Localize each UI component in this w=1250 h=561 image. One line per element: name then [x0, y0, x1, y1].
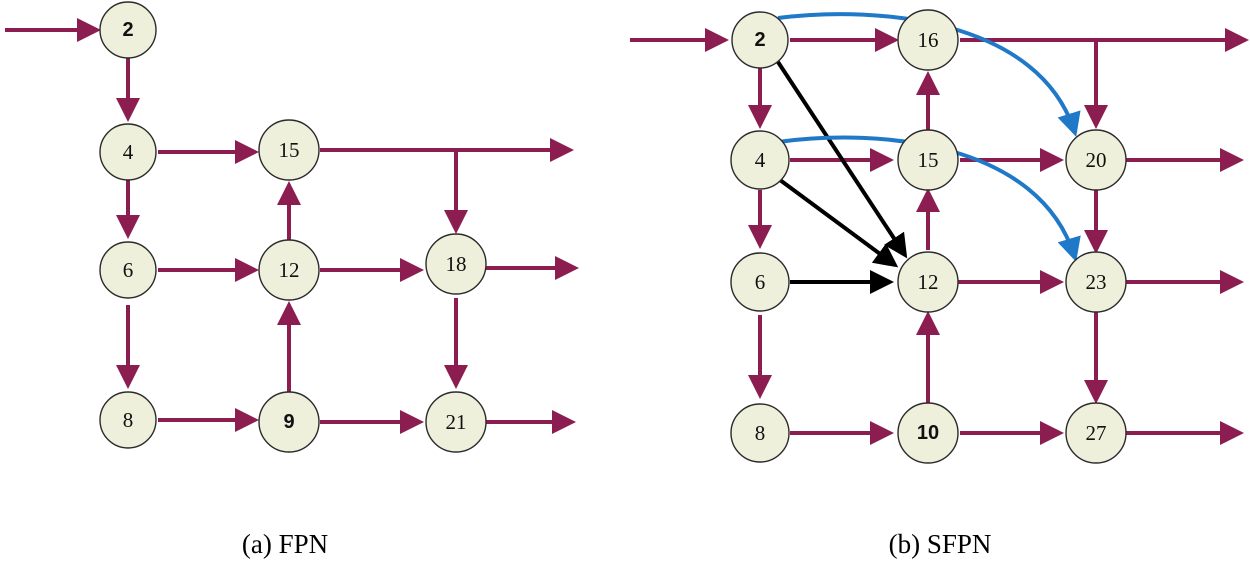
sfpn-node-27: 27 — [1065, 402, 1127, 464]
fpn-node-18-label: 18 — [446, 252, 467, 276]
sfpn-node-23-label: 23 — [1086, 270, 1107, 294]
fpn-node-15-label: 15 — [279, 138, 300, 162]
sfpn-node-8: 8 — [730, 403, 790, 463]
fpn-node-2-label: 2 — [122, 19, 133, 41]
sfpn-node-12: 12 — [897, 251, 959, 313]
fpn-node-6-label: 6 — [123, 258, 134, 282]
sfpn-black-edges — [776, 60, 908, 294]
fpn-node-8: 8 — [99, 391, 157, 449]
sfpn-node-12-label: 12 — [918, 270, 939, 294]
fpn-node-21-label: 21 — [446, 410, 467, 434]
fpn-edges — [5, 18, 579, 434]
fpn-node-12-label: 12 — [279, 258, 300, 282]
sfpn-node-15: 15 — [897, 129, 959, 191]
fpn-node-12: 12 — [258, 239, 320, 301]
sfpn-node-2-label: 2 — [754, 29, 765, 51]
sfpn-node-23: 23 — [1065, 251, 1127, 313]
sfpn-node-6: 6 — [730, 252, 790, 312]
fpn-node-9-label: 9 — [283, 411, 294, 433]
sfpn-node-16: 16 — [897, 9, 959, 71]
fpn-caption: (a) FPN — [242, 529, 328, 559]
fpn-node-4-label: 4 — [123, 140, 134, 164]
sfpn-node-27-label: 27 — [1086, 421, 1107, 445]
sfpn-node-20-label: 20 — [1086, 148, 1107, 172]
sfpn-node-10: 10 — [897, 402, 959, 464]
fpn-node-21: 21 — [425, 391, 487, 453]
fpn-node-4: 4 — [99, 123, 157, 181]
sfpn-node-20: 20 — [1065, 129, 1127, 191]
sfpn-caption: (b) SFPN — [889, 529, 992, 559]
sfpn-node-6-label: 6 — [755, 270, 766, 294]
fpn-node-18: 18 — [425, 233, 487, 295]
fpn-node-6: 6 — [99, 241, 157, 299]
sfpn-node-4: 4 — [730, 130, 790, 190]
sfpn-edge-2-to-12-skip — [776, 60, 908, 259]
sfpn-diagram: 2 4 6 8 16 15 12 10 — [630, 9, 1249, 559]
fpn-node-8-label: 8 — [123, 408, 134, 432]
fpn-node-2: 2 — [99, 1, 157, 59]
sfpn-node-2: 2 — [731, 11, 789, 69]
fpn-node-9: 9 — [258, 391, 320, 453]
sfpn-node-10-label: 10 — [917, 422, 939, 444]
fpn-diagram: 2 4 6 8 15 12 9 18 — [5, 1, 579, 559]
sfpn-node-4-label: 4 — [755, 148, 766, 172]
sfpn-node-16-label: 16 — [918, 28, 939, 52]
sfpn-edge-4-to-12-skip — [778, 178, 899, 268]
fpn-node-15: 15 — [258, 119, 320, 181]
sfpn-maroon-edges — [630, 28, 1249, 445]
sfpn-node-8-label: 8 — [755, 421, 766, 445]
sfpn-node-15-label: 15 — [918, 148, 939, 172]
